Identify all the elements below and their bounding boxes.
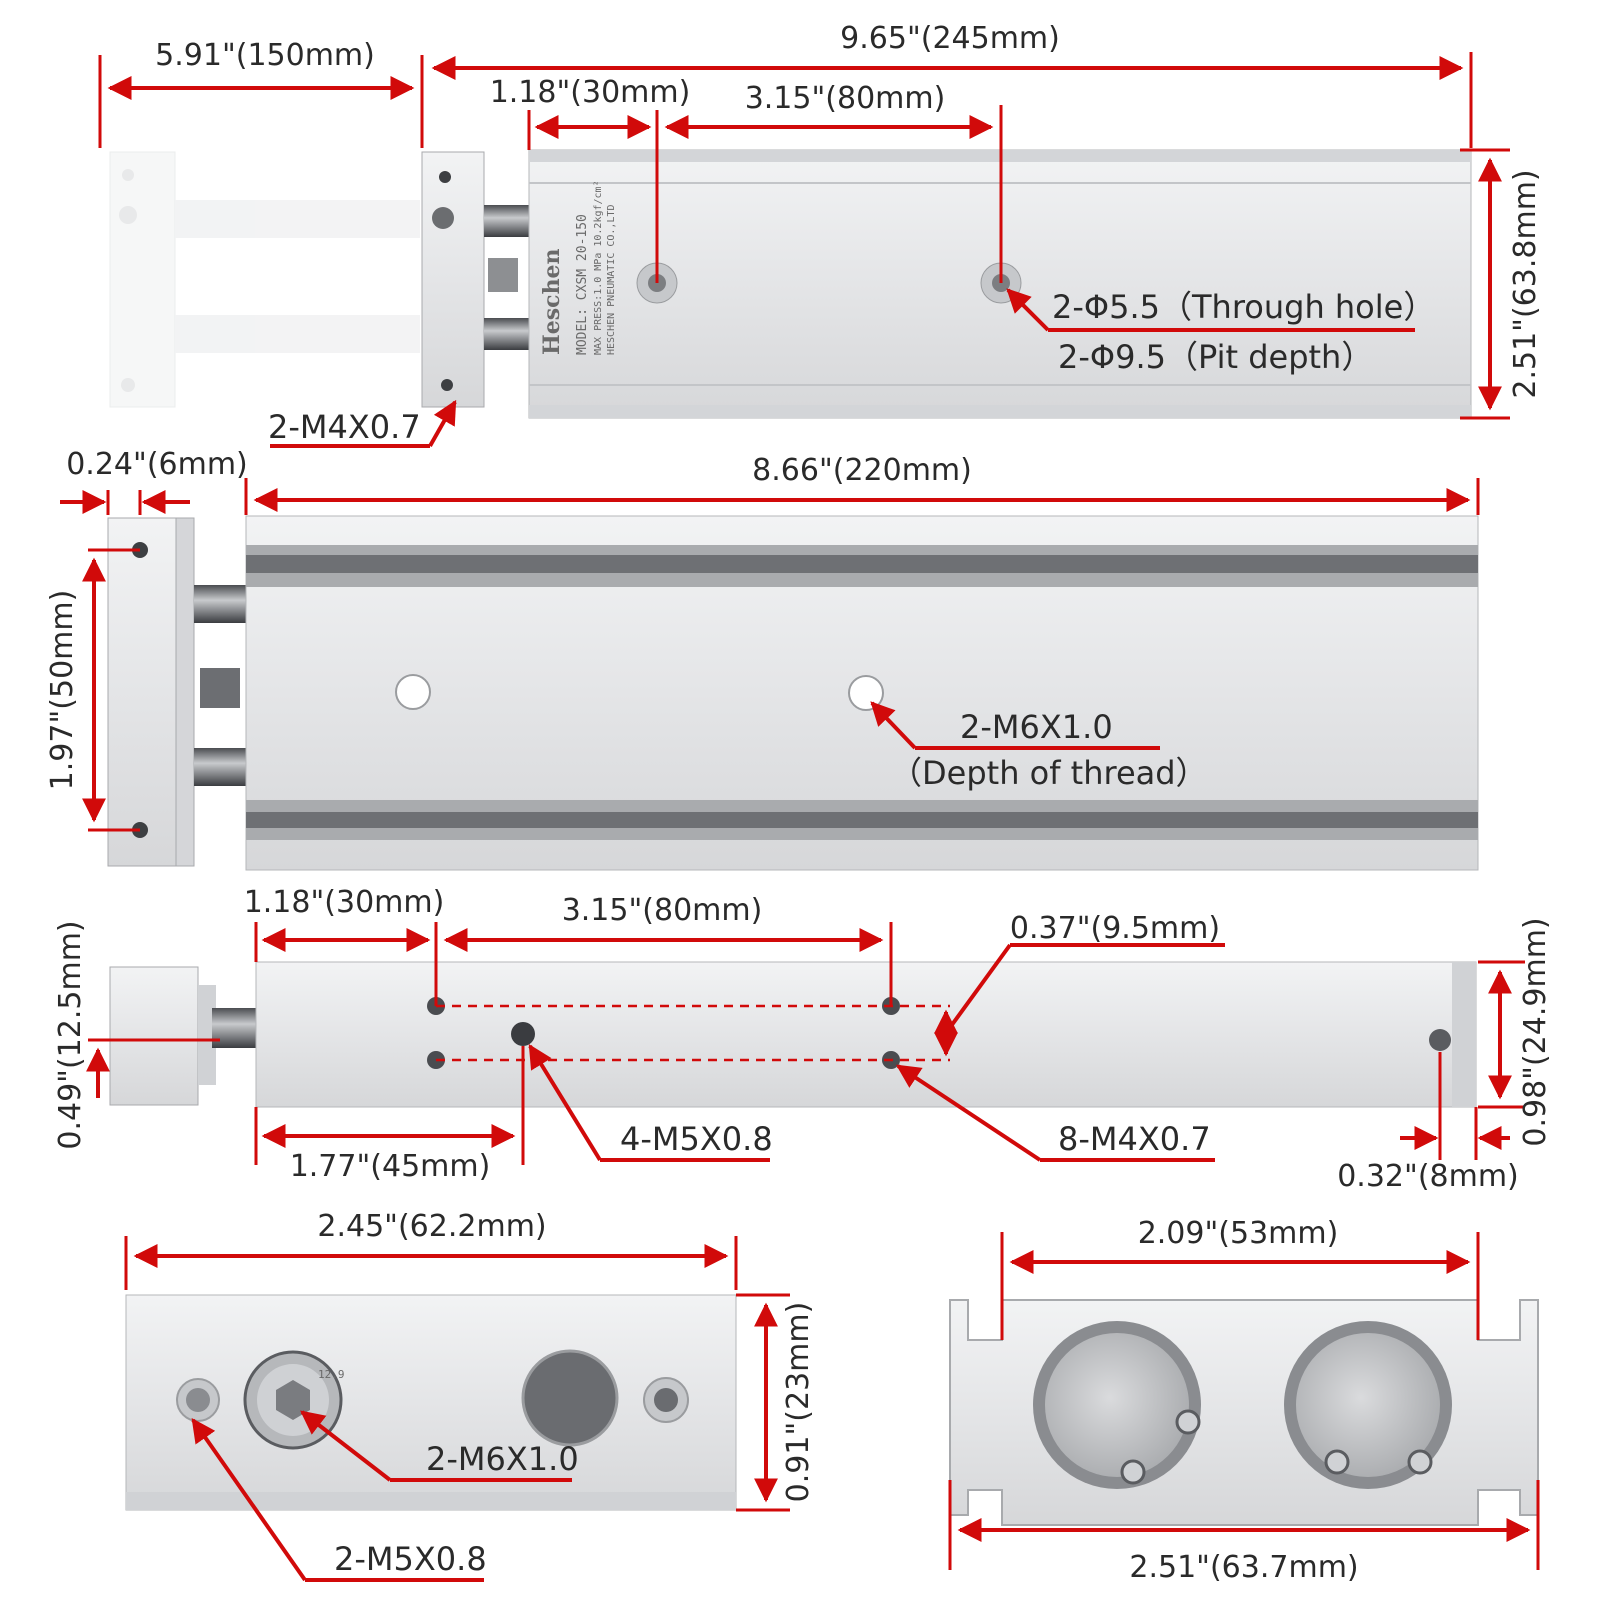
label-side-thread: 2-M6X1.0 [960, 708, 1113, 746]
guide-rod [194, 585, 246, 623]
model-line: MAX PRESS:1.0 MPa 10.2kgf/cm² [593, 180, 604, 355]
dim-end-offset: 0.32"(8mm) [1337, 1159, 1519, 1194]
thread-hole [395, 674, 431, 710]
dim-plate-thickness: 0.24"(6mm) [66, 447, 248, 482]
dim-plate-hole-pitch: 1.97"(50mm) [45, 590, 80, 791]
end-plate [107, 517, 177, 867]
label-through-hole: 2-Φ5.5（Through hole） [1052, 288, 1435, 326]
dim-plate-width: 2.45"(62.2mm) [317, 1209, 546, 1244]
bolt-marking: 12.9 [318, 1368, 345, 1381]
guide-rod [194, 748, 246, 786]
dim-total-length: 9.65"(245mm) [840, 21, 1060, 56]
end-plate-face [125, 1294, 737, 1511]
dim-height-bottom: 0.98"(24.9mm) [1518, 917, 1553, 1146]
dim-offset-a: 1.18"(30mm) [244, 885, 445, 920]
label-pit-depth: 2-Φ9.5（Pit depth） [1058, 338, 1373, 376]
dim-hole-offset: 1.18"(30mm) [490, 75, 691, 110]
label-m4: 8-M4X0.7 [1058, 1120, 1211, 1158]
label-thread-depth: （Depth of thread） [890, 754, 1208, 792]
view-plate-end: 12.9 2.45"(62.2mm) 0.91"(23mm) 2-M6X1.0 … [124, 1209, 816, 1582]
dim-height-half: 0.49"(12.5mm) [53, 920, 88, 1149]
label-plate-m5: 2-M5X0.8 [334, 1540, 487, 1578]
view-bottom: 1.18"(30mm) 3.15"(80mm) 0.37"(9.5mm) 0.4… [53, 885, 1553, 1194]
dim-stroke: 5.91"(150mm) [155, 38, 375, 73]
dim-body-length: 8.66"(220mm) [752, 453, 972, 488]
label-plate-m6: 2-M6X1.0 [426, 1440, 579, 1478]
view-top: Heschen MODEL: CXSM 20-150 MAX PRESS:1.0… [98, 21, 1543, 448]
extended-ghost [109, 151, 420, 408]
dim-outer-width: 2.51"(63.7mm) [1129, 1550, 1358, 1585]
plate-screw [432, 207, 454, 229]
dim-hole-pitch: 3.15"(80mm) [745, 81, 946, 116]
end-plate [109, 966, 199, 1106]
dim-row-gap: 0.37"(9.5mm) [1010, 911, 1220, 946]
brand-label: Heschen [539, 248, 565, 355]
label-plate-thread: 2-M4X0.7 [268, 408, 421, 446]
rod-end [521, 1349, 619, 1447]
dim-offset-b: 1.77"(45mm) [290, 1149, 491, 1184]
dim-height: 2.51"(63.8mm) [1508, 169, 1543, 398]
guide-rod [484, 318, 529, 350]
model-line: HESCHEN PNEUMATIC CO.,LTD [606, 204, 617, 355]
dim-plate-height: 0.91"(23mm) [781, 1302, 816, 1503]
view-body-end: 2.09"(53mm) 2.51"(63.7mm) [948, 1216, 1540, 1585]
end-plate [421, 151, 485, 408]
thread-hole [848, 675, 884, 711]
guide-rod [212, 1008, 258, 1048]
guide-rod [484, 205, 529, 237]
cylinder-body [255, 961, 1477, 1108]
dim-inner-width: 2.09"(53mm) [1138, 1216, 1339, 1251]
view-side: 0.24"(6mm) 8.66"(220mm) 1.97"(50mm) 2-M6… [45, 447, 1480, 871]
model-line: MODEL: CXSM 20-150 [575, 214, 590, 355]
label-m5: 4-M5X0.8 [620, 1120, 773, 1158]
dim-pitch-a: 3.15"(80mm) [562, 893, 763, 928]
